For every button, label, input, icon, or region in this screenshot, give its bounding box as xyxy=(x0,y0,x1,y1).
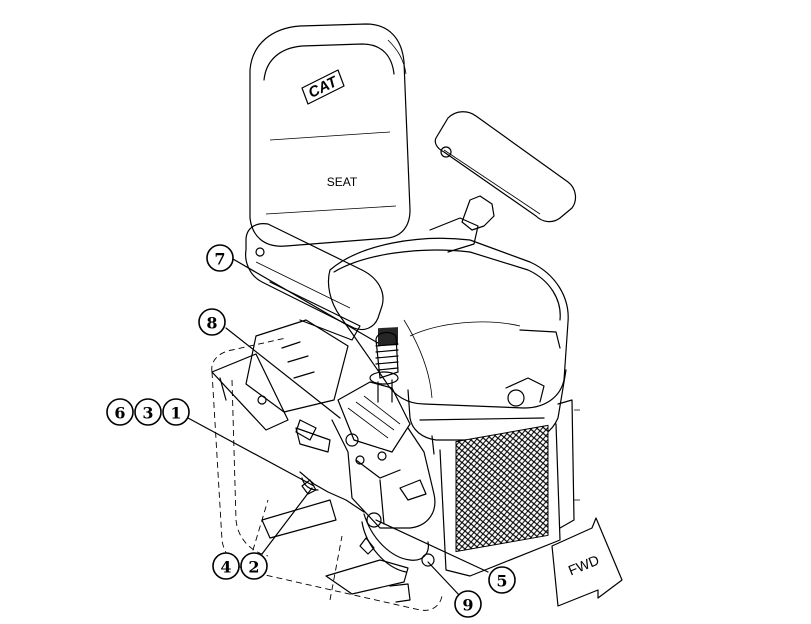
cat-logo: CAT xyxy=(301,69,345,105)
fwd-label: FWD xyxy=(566,552,602,579)
floor-bracket xyxy=(261,499,411,603)
right-armrest xyxy=(429,111,577,253)
joystick-assembly xyxy=(295,327,436,529)
callout-1-number: 1 xyxy=(170,404,181,423)
callout-7: 7 xyxy=(206,244,234,272)
seat-base-frame xyxy=(439,399,580,577)
callout-8: 8 xyxy=(198,308,226,336)
wiring-harness xyxy=(299,471,435,573)
callout-3-number: 3 xyxy=(142,404,153,423)
callout-4: 4 xyxy=(212,552,240,580)
seat-label: SEAT xyxy=(327,175,358,189)
callout-9-number: 9 xyxy=(462,596,473,615)
callout-9: 9 xyxy=(454,590,482,618)
seat-back xyxy=(249,23,411,247)
console-plate xyxy=(211,319,349,441)
callout-5: 5 xyxy=(488,566,516,594)
callout-3: 3 xyxy=(134,398,162,426)
base-grille xyxy=(455,424,549,553)
fwd-direction-arrow: FWD xyxy=(551,517,623,607)
left-armrest xyxy=(245,223,384,341)
cat-logo-text: CAT xyxy=(306,73,342,102)
callout-6-number: 6 xyxy=(114,404,125,423)
callout-1: 1 xyxy=(162,398,190,426)
callout-5-number: 5 xyxy=(496,572,507,591)
callout-8-number: 8 xyxy=(206,314,217,333)
callout-7-number: 7 xyxy=(214,250,225,269)
callout-4-number: 4 xyxy=(220,558,231,577)
callout-2: 2 xyxy=(240,552,268,580)
callout-2-number: 2 xyxy=(248,558,259,577)
leader-lines xyxy=(187,258,489,597)
callout-6: 6 xyxy=(106,398,134,426)
seat-cushion xyxy=(327,237,569,409)
